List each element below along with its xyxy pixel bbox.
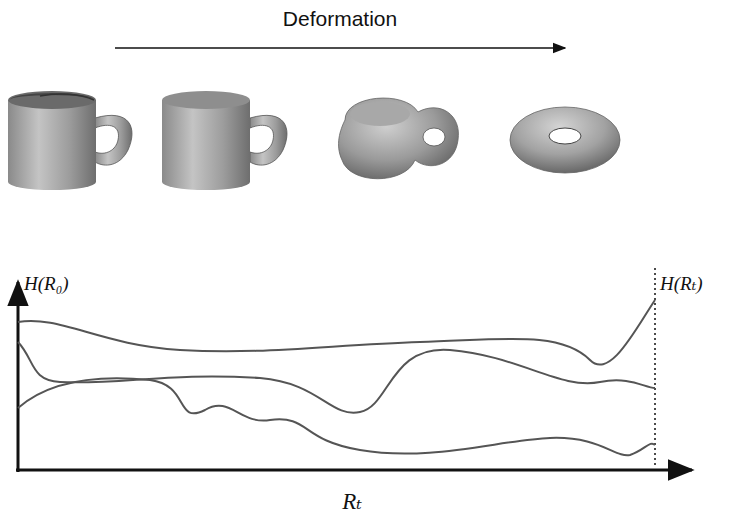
axis-label: Rₜ: [342, 490, 362, 513]
deformed-mug: [339, 98, 459, 179]
closed-mug: [162, 91, 287, 190]
torus: [510, 107, 620, 173]
axis-label: H(Rₜ): [660, 274, 703, 293]
open-mug: [8, 91, 132, 190]
x-axis: [16, 469, 692, 472]
axis-label: H(R₀): [24, 274, 69, 293]
end-marker: [654, 268, 656, 468]
y-axis: [17, 282, 20, 472]
arrow-label: Deformation: [283, 8, 397, 29]
deformation-arrow: [115, 47, 565, 49]
trajectories: [18, 300, 655, 455]
